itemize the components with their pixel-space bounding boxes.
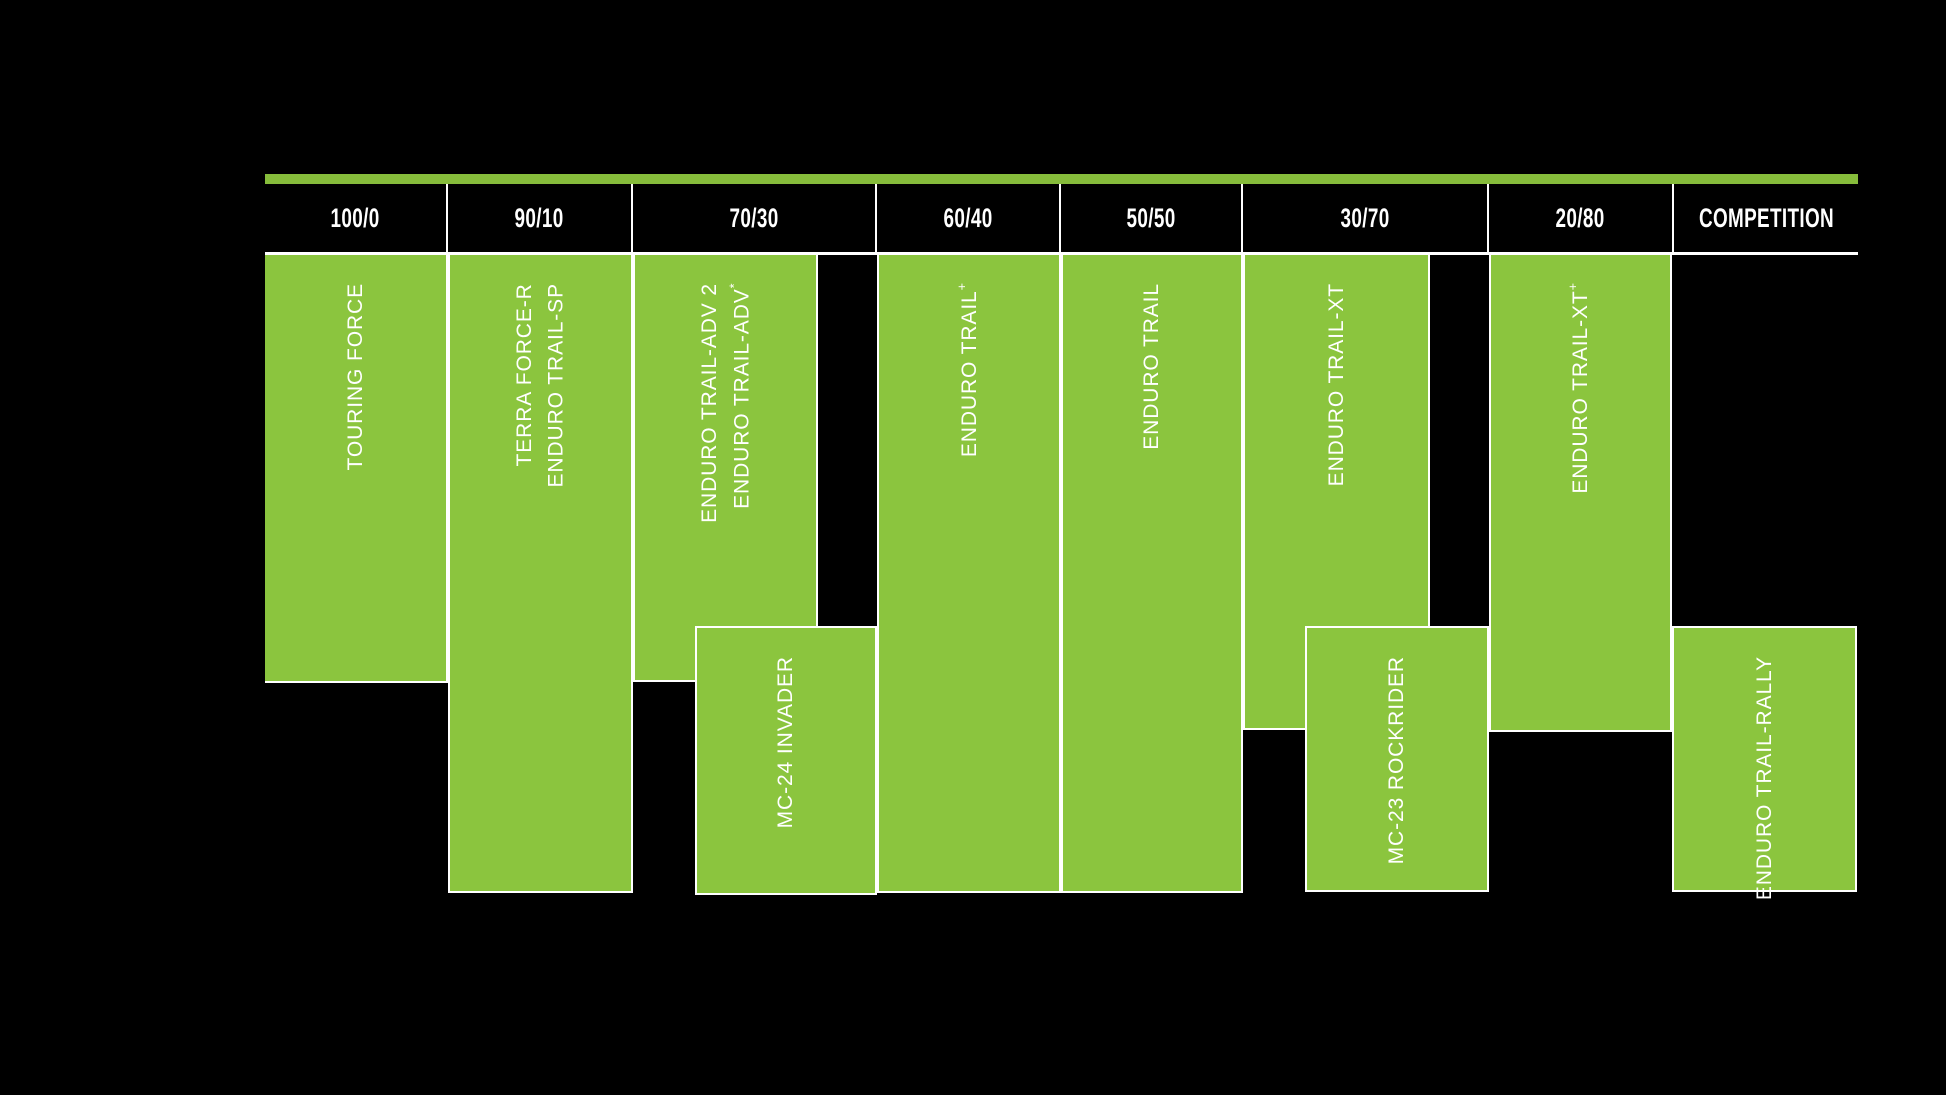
column-header-label: COMPETITION [1698, 202, 1834, 233]
column-header-30-70: 30/70 [1243, 184, 1489, 252]
column-header-50-50: 50/50 [1061, 184, 1243, 252]
column-header-70-30: 70/30 [633, 184, 877, 252]
superscript-marker: + [1566, 283, 1581, 291]
chart-accent-bar [265, 174, 1858, 184]
column-header-label: 50/50 [1126, 202, 1176, 233]
superscript-marker: * [727, 283, 741, 288]
tire-block-label: ENDURO TRAIL [1140, 283, 1164, 450]
tire-block-touring-force: TOURING FORCE [265, 255, 448, 683]
tire-block-enduro-trail: ENDURO TRAIL+ [877, 255, 1061, 893]
tire-block-enduro-trail-rally: ENDURO TRAIL-RALLY [1672, 626, 1857, 900]
header-underline [265, 252, 1858, 255]
tire-block-label: ENDURO TRAIL-XT [1324, 283, 1348, 487]
tire-block-label: MC-23 ROCKRIDER [1385, 656, 1409, 865]
tire-block-label: TOURING FORCE [343, 283, 367, 471]
column-header-label: 30/70 [1340, 202, 1390, 233]
column-header-label: 60/40 [943, 202, 993, 233]
column-header-competition: COMPETITION [1674, 184, 1858, 252]
tire-block-enduro-trail: ENDURO TRAIL [1061, 255, 1243, 893]
tire-block-label: ENDURO TRAIL-XT+ [1566, 283, 1593, 494]
column-header-label: 100/0 [330, 202, 381, 233]
column-header-label: 90/10 [514, 202, 565, 233]
column-header-label: 70/30 [729, 202, 779, 233]
column-header-60-40: 60/40 [877, 184, 1061, 252]
tire-block-label: ENDURO TRAIL+ [954, 283, 981, 458]
column-header-20-80: 20/80 [1489, 184, 1674, 252]
column-header-90-10: 90/10 [448, 184, 633, 252]
tire-block-enduro-trail-xt: ENDURO TRAIL-XT+ [1489, 255, 1672, 732]
tire-block-mc-24-invader: MC-24 INVADER [695, 626, 877, 895]
tire-block-label: ENDURO TRAIL-RALLY [1752, 656, 1776, 901]
tire-block-label: MC-24 INVADER [774, 656, 798, 829]
column-header-label: 20/80 [1555, 202, 1606, 233]
tire-block-mc-23-rockrider: MC-23 ROCKRIDER [1305, 626, 1489, 892]
column-header-100-0: 100/0 [265, 184, 448, 252]
superscript-marker: + [954, 283, 969, 291]
